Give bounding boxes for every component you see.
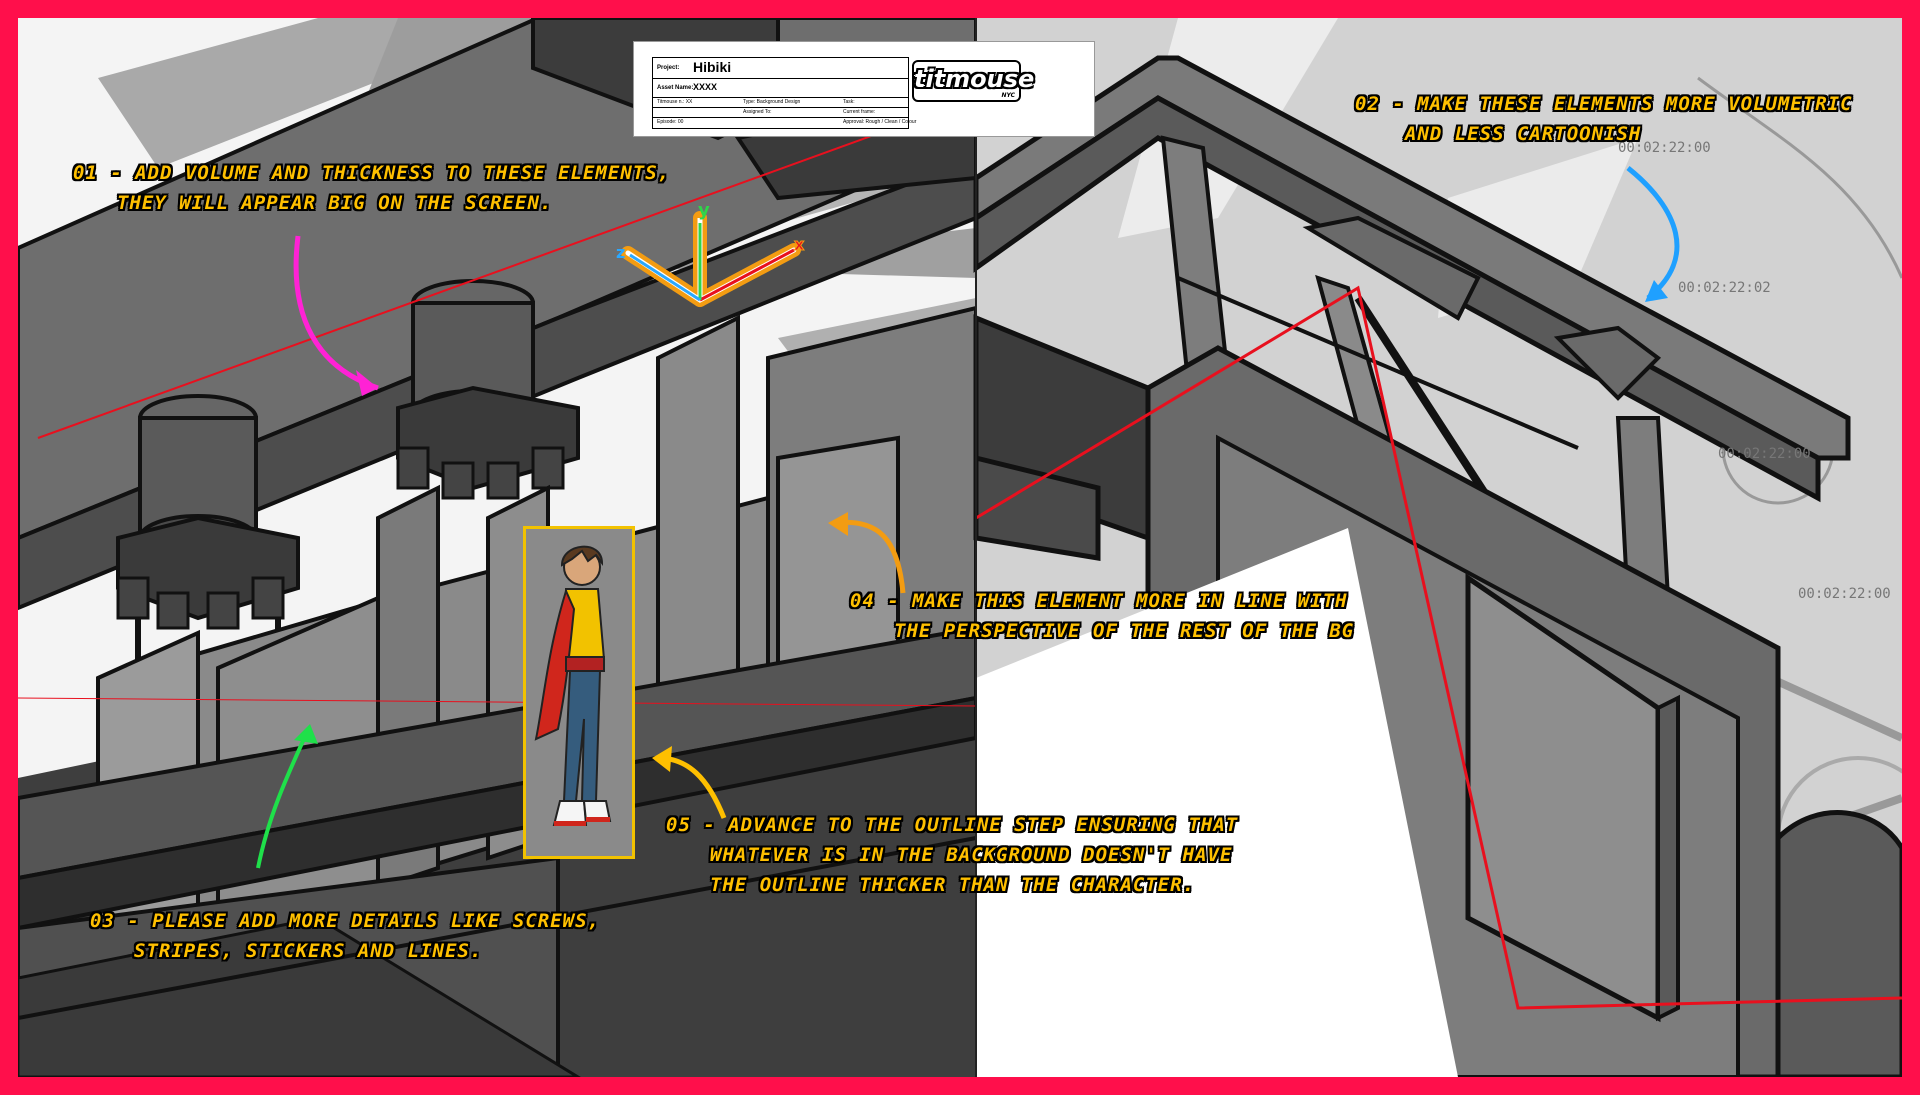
background-artwork: x y z xyxy=(18,18,1902,1077)
timecode-4: 00:02:22:00 xyxy=(1798,586,1891,602)
axis-y-label: y xyxy=(698,200,710,221)
project-name: Hibiki xyxy=(693,59,732,75)
annotation-arrows xyxy=(256,166,1680,869)
timecode-2: 00:02:22:02 xyxy=(1678,280,1771,296)
note-04-line-1: 04 - Make this element more in line with xyxy=(850,590,1348,612)
project-row: Project: Hibiki xyxy=(653,58,908,79)
timecode-3: 00:02:22:00 xyxy=(1718,446,1811,462)
current-frame-field: Current frame: xyxy=(843,109,876,115)
info-row-2: Assigned To: Current frame: xyxy=(653,108,908,118)
note-04-line-2: the perspective of the rest of the BG xyxy=(894,620,1355,642)
character-figure xyxy=(534,545,612,826)
note-02: 02 - Make these elements more volumetric… xyxy=(1355,89,1853,149)
note-02-line-2: and less cartoonish xyxy=(1405,123,1642,145)
axis-z-label: z xyxy=(616,243,625,262)
logo-text: titmouse xyxy=(914,65,1035,93)
left-panel xyxy=(18,18,978,1077)
arrow-03 xyxy=(256,729,310,869)
water-tank-right xyxy=(396,279,580,500)
note-03-line-1: 03 - Please add more details like screws… xyxy=(90,910,600,932)
character-reference xyxy=(523,526,635,859)
note-01-line-1: 01 - Add volume and thickness to these e… xyxy=(73,162,671,184)
type-field: Type: Background Design xyxy=(743,99,801,105)
asset-label: Asset Name: xyxy=(657,85,694,91)
note-01-line-2: they will appear big on the screen. xyxy=(117,192,553,214)
note-05-line-3: the outline thicker than the character. xyxy=(710,874,1196,896)
axis-gizmo: x y z xyxy=(616,200,806,307)
arrow-02 xyxy=(1626,166,1680,300)
approval-field: Approval: Rough / Clean / Colour xyxy=(843,119,917,125)
water-tank-left xyxy=(116,394,300,678)
title-block: Project: Hibiki Asset Name: XXXX Titmous… xyxy=(633,41,1095,137)
axis-x-label: x xyxy=(794,235,805,254)
episode-field: Episode: 00 xyxy=(657,119,684,125)
titmouse-number: Titmouse n.: XX xyxy=(657,99,693,105)
info-row-3: Episode: 00 Approval: Rough / Clean / Co… xyxy=(653,118,916,127)
note-04: 04 - Make this element more in line with… xyxy=(850,586,1354,646)
title-block-table: Project: Hibiki Asset Name: XXXX Titmous… xyxy=(652,57,916,129)
note-02-line-1: 02 - Make these elements more volumetric xyxy=(1355,93,1853,115)
note-03: 03 - Please add more details like screws… xyxy=(90,906,600,966)
asset-row: Asset Name: XXXX xyxy=(653,79,908,98)
note-01: 01 - Add volume and thickness to these e… xyxy=(73,158,670,218)
right-panel: 00:02:22:00 00:02:22:02 00:02:22:00 00:0… xyxy=(973,18,1902,1077)
info-row-1: Titmouse n.: XX Type: Background Design … xyxy=(653,98,908,108)
project-label: Project: xyxy=(657,65,680,71)
note-05: 05 - Advance to the outline step ensurin… xyxy=(666,810,1238,900)
titmouse-logo: titmouse NYC xyxy=(912,60,1034,102)
logo-subtext: NYC xyxy=(1001,92,1015,99)
timecode-1: 00:02:22:00 xyxy=(1618,140,1711,156)
review-frame: x y z xyxy=(18,18,1902,1077)
note-05-line-1: 05 - Advance to the outline step ensurin… xyxy=(666,814,1239,836)
note-03-line-2: stripes, stickers and lines. xyxy=(134,940,483,962)
assigned-field: Assigned To: xyxy=(743,109,772,115)
task-field: Task: xyxy=(843,99,855,105)
arrow-01 xyxy=(293,235,379,391)
note-05-line-2: whatever is in the background doesn't ha… xyxy=(710,844,1233,866)
asset-name: XXXX xyxy=(693,82,718,92)
